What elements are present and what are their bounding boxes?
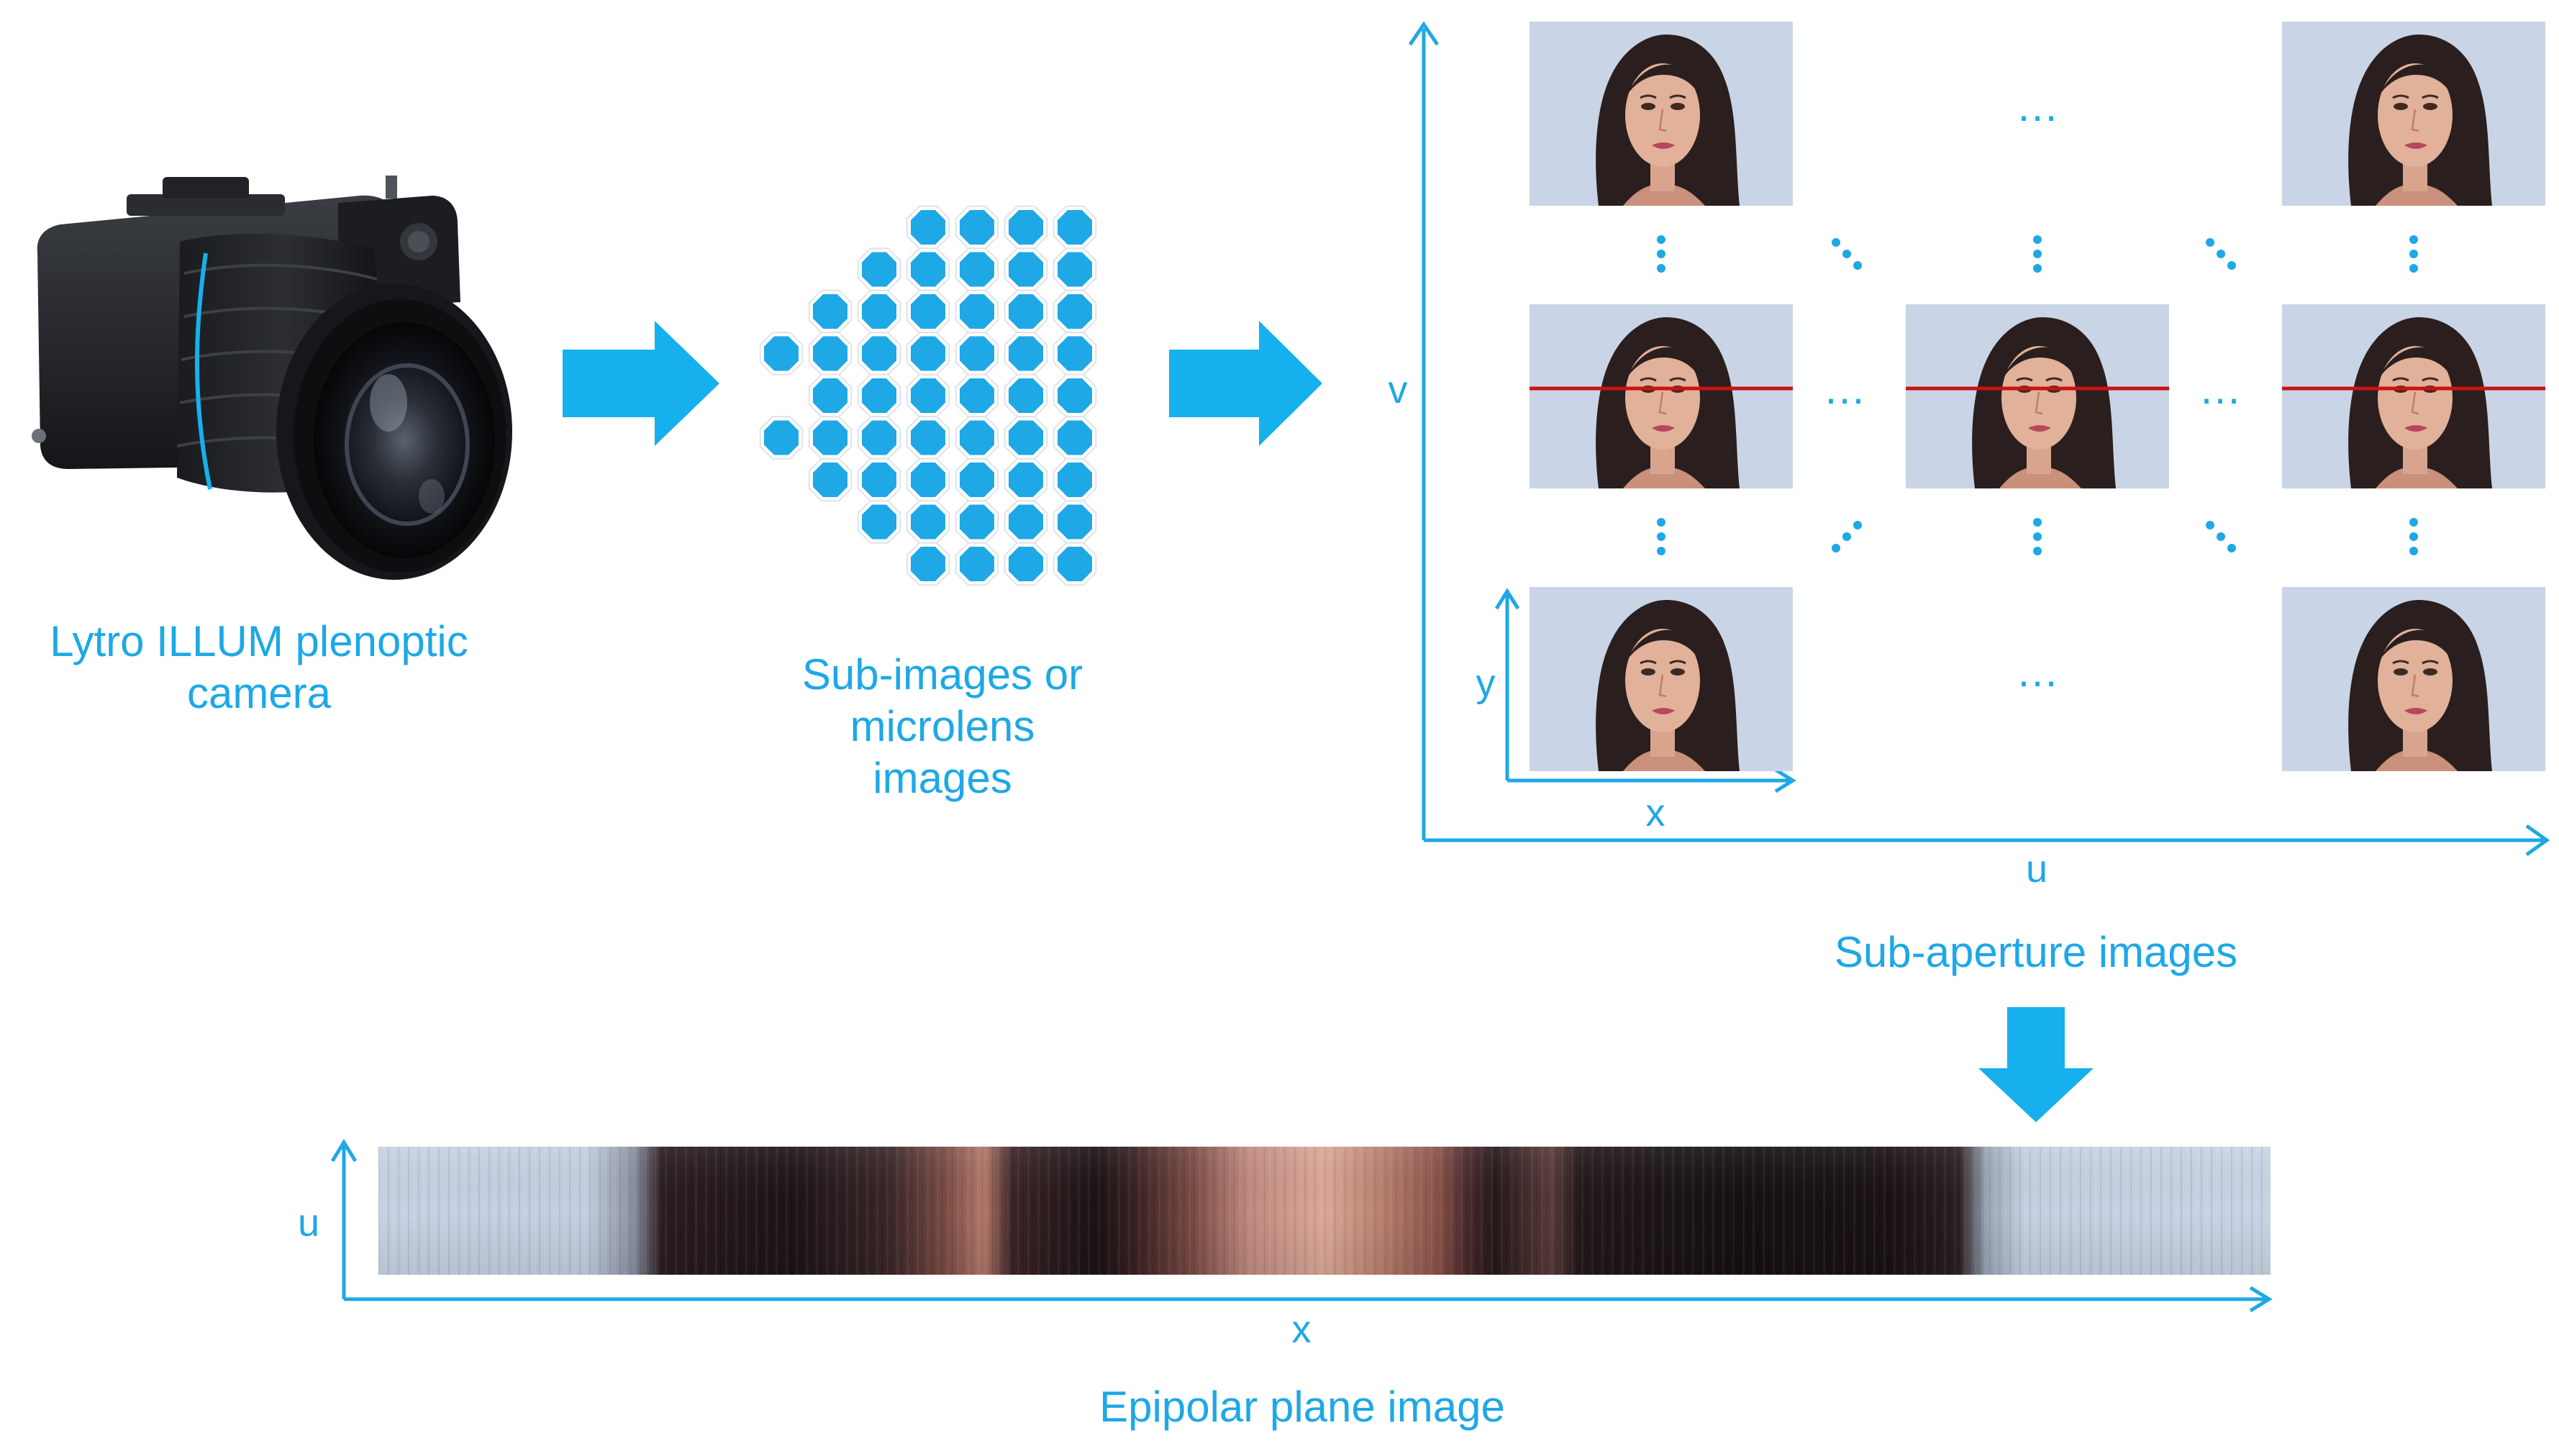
arrow-down-icon [1978, 1007, 2094, 1122]
vertical-ellipsis [1657, 235, 2418, 555]
camera-label-line2: camera [186, 669, 332, 717]
microlens-cell [1009, 336, 1043, 371]
microlens-cell [960, 252, 994, 287]
photo-face [2282, 22, 2545, 206]
microlens-cell [862, 336, 896, 371]
camera-label: Lytro ILLUM plenoptic camera [14, 616, 504, 719]
microlens-cell [960, 378, 994, 413]
microlens-label-line2: microlens [850, 702, 1035, 750]
microlens-cell [960, 210, 994, 245]
epi-caption: Epipolar plane image [1099, 1383, 1505, 1431]
photo-face [1530, 304, 1793, 488]
photo-face [2282, 587, 2545, 771]
epi-axis-u-label: u [297, 1201, 320, 1245]
microlens-cell [862, 420, 896, 455]
axis-v-label: v [1388, 368, 1408, 411]
horizontal-ellipsis: … [2199, 365, 2242, 413]
photo-face [1530, 22, 1793, 206]
epi-axis-x-label: x [1291, 1308, 1312, 1351]
microlens-cell [813, 420, 847, 455]
microlens-cell [911, 547, 945, 581]
epi-strip [378, 1147, 2271, 1275]
microlens-cell [1009, 378, 1043, 413]
microlens-cell [1009, 210, 1043, 245]
microlens-cell [1058, 252, 1092, 287]
microlens-cell [1058, 378, 1092, 413]
microlens-cell [862, 463, 896, 497]
arrow-right-icon [1169, 321, 1322, 446]
microlens-label-line3: images [873, 754, 1012, 802]
microlens-cell [862, 294, 896, 329]
microlens-cell [911, 420, 945, 455]
microlens-cell [1009, 504, 1043, 540]
microlens-cell [911, 294, 945, 329]
photo-face [1530, 587, 1793, 771]
axis-u-label: u [2025, 847, 2048, 891]
microlens-cell [911, 336, 945, 371]
microlens-cell [960, 294, 994, 329]
microlens-cell [960, 547, 994, 581]
microlens-cell [1058, 504, 1092, 540]
photo-face [2282, 304, 2545, 488]
microlens-cell [911, 504, 945, 540]
microlens-cell [1009, 420, 1043, 455]
axis-y-label: y [1476, 662, 1496, 705]
diagonal-ellipsis [1832, 238, 2236, 552]
microlens-cell [960, 420, 994, 455]
microlens-cell [1058, 547, 1092, 581]
photo-face [1906, 304, 2169, 488]
microlens-cell [911, 210, 945, 245]
microlens-cell [813, 294, 847, 329]
microlens-label-line1: Sub-images or [801, 650, 1083, 699]
arrow-right-icon [563, 321, 719, 446]
microlens-cell [1058, 463, 1092, 497]
microlens-array [759, 205, 1097, 586]
microlens-cell [1009, 547, 1043, 581]
microlens-cell [813, 378, 847, 413]
horizontal-ellipsis: … [1823, 365, 1866, 413]
microlens-label: Sub-images or microlens images [755, 649, 1129, 804]
microlens-cell [813, 463, 847, 497]
microlens-cell [764, 420, 799, 455]
camera-label-line1: Lytro ILLUM plenoptic [50, 617, 468, 665]
microlens-cell [911, 463, 945, 497]
microlens-cell [813, 336, 847, 371]
microlens-cell [960, 336, 994, 371]
microlens-cell [1058, 210, 1092, 245]
microlens-cell [862, 252, 896, 287]
microlens-cell [764, 336, 799, 371]
microlens-cell [911, 252, 945, 287]
uv-axes [1408, 21, 2550, 857]
horizontal-ellipsis: … [2016, 647, 2059, 696]
microlens-cell [1009, 294, 1043, 329]
camera-illustration [32, 176, 512, 580]
microlens-cell [1009, 252, 1043, 287]
microlens-cell [1009, 463, 1043, 497]
microlens-cell [862, 504, 896, 540]
microlens-cell [1058, 336, 1092, 371]
microlens-cell [862, 378, 896, 413]
microlens-cell [911, 378, 945, 413]
microlens-cell [1058, 294, 1092, 329]
microlens-cell [1058, 420, 1092, 455]
epi-axes [330, 1139, 2273, 1313]
sub-aperture-caption: Sub-aperture images [1834, 928, 2238, 976]
axis-x-label: x [1645, 791, 1665, 834]
microlens-cell [960, 504, 994, 540]
horizontal-ellipsis: … [2016, 82, 2059, 130]
xy-axes [1494, 588, 1796, 793]
microlens-cell [960, 463, 994, 497]
